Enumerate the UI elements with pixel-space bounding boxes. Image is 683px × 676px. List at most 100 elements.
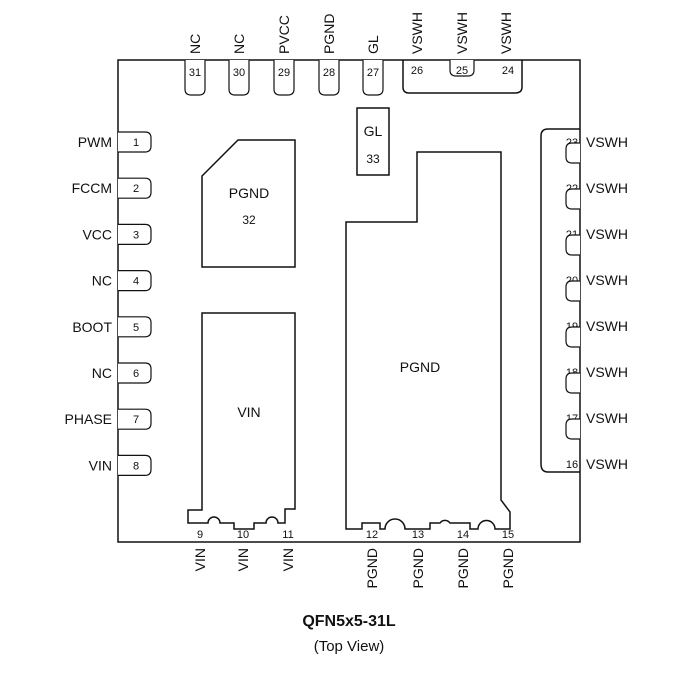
pin-pad [184, 60, 206, 96]
pin-name: NC [92, 273, 112, 289]
pin-number: 3 [133, 229, 139, 241]
pad-32-pgnd [201, 139, 296, 268]
pin-name: VSWH [586, 226, 628, 242]
pin-number: 31 [189, 67, 201, 79]
pin-name: PGND [364, 548, 380, 588]
pin-name: NC [187, 34, 203, 54]
pin-pad [273, 60, 295, 96]
pin-1: 1 PWM [78, 131, 152, 153]
pad-vin [187, 312, 296, 530]
pin-pad [118, 270, 152, 292]
pin-5: 5 BOOT [72, 316, 152, 338]
right-pins: 23VSWH22VSWH21VSWH20VSWH19VSWH18VSWH17VS… [565, 134, 628, 472]
pin-25: 25 VSWH [449, 12, 475, 77]
pin-name: PGND [500, 548, 516, 588]
pad-33-label: GL [364, 123, 383, 139]
pin-number: 2 [133, 183, 139, 195]
pin-number: 9 [197, 529, 203, 541]
vswh-top-bar [402, 60, 523, 94]
pin-notch [565, 372, 580, 394]
pin-pad [118, 223, 152, 245]
pin-pad [318, 60, 340, 96]
pin-number: 29 [278, 67, 290, 79]
pin-6: 6 NC [92, 362, 152, 384]
pin-name: NC [92, 365, 112, 381]
pin-pad [228, 60, 250, 96]
pin-27: 27 GL [362, 35, 384, 96]
pad-pgnd-large [345, 151, 511, 530]
pad-32-label: PGND [229, 185, 269, 201]
pin-4: 4 NC [92, 270, 152, 292]
pin-number: 10 [237, 529, 249, 541]
pin-pad [118, 177, 152, 199]
pin-name: PHASE [65, 411, 112, 427]
pin-name: PGND [410, 548, 426, 588]
pin-pad [449, 60, 475, 77]
pin-name: VIN [280, 548, 296, 571]
pin-22: 22VSWH [565, 142, 628, 196]
pad-33-gl [356, 107, 390, 176]
pin-number: 6 [133, 368, 139, 380]
pin-number: 15 [502, 529, 514, 541]
pad-33-number: 33 [366, 152, 380, 166]
pin-pad [118, 362, 152, 384]
pad-pgnd-large-label: PGND [400, 359, 440, 375]
pin-29: 29 PVCC [273, 15, 295, 96]
pin-2: 2 FCCM [72, 177, 152, 199]
pin-18: 18VSWH [565, 326, 628, 380]
pin-name: GL [365, 35, 381, 54]
pin-name: VSWH [586, 180, 628, 196]
pin-20: 20VSWH [565, 234, 628, 288]
pin-notch [565, 142, 580, 164]
pin-name: VIN [235, 548, 251, 571]
pin-19: 19VSWH [565, 280, 628, 334]
pin-name: VSWH [454, 12, 470, 54]
pin-name: FCCM [72, 180, 112, 196]
pin-number: 25 [456, 65, 468, 77]
pin-name: VSWH [498, 12, 514, 54]
package-body [117, 59, 581, 543]
pin-pad [118, 131, 152, 153]
pin-name: VSWH [586, 134, 628, 150]
pin-name: VSWH [586, 272, 628, 288]
pin-number: 14 [457, 529, 469, 541]
pin-name: VSWH [586, 456, 628, 472]
pin-pad [118, 316, 152, 338]
pin-number: 4 [133, 276, 139, 288]
pin-name: VCC [82, 226, 112, 242]
pin-number: 28 [323, 67, 335, 79]
pin-name: PGND [455, 548, 471, 588]
pin-17: 17VSWH [565, 372, 628, 426]
pin-name: VSWH [586, 410, 628, 426]
pin-name: VIN [192, 548, 208, 571]
pin-number: 1 [133, 137, 139, 149]
pin-pad [118, 454, 152, 476]
pin-number: 5 [133, 322, 139, 334]
pin-notch [565, 418, 580, 440]
package-subtitle: (Top View) [314, 638, 385, 655]
pin-notch [565, 188, 580, 210]
pin-name: PWM [78, 134, 112, 150]
pin-name: PVCC [276, 15, 292, 54]
pin-pad [118, 408, 152, 430]
pin-name: BOOT [72, 319, 112, 335]
pin-number: 30 [233, 67, 245, 79]
pin-number: 27 [367, 67, 379, 79]
vswh-right-bar [540, 128, 580, 473]
pin-21: 21VSWH [565, 188, 628, 242]
pin-number: 11 [282, 529, 293, 541]
